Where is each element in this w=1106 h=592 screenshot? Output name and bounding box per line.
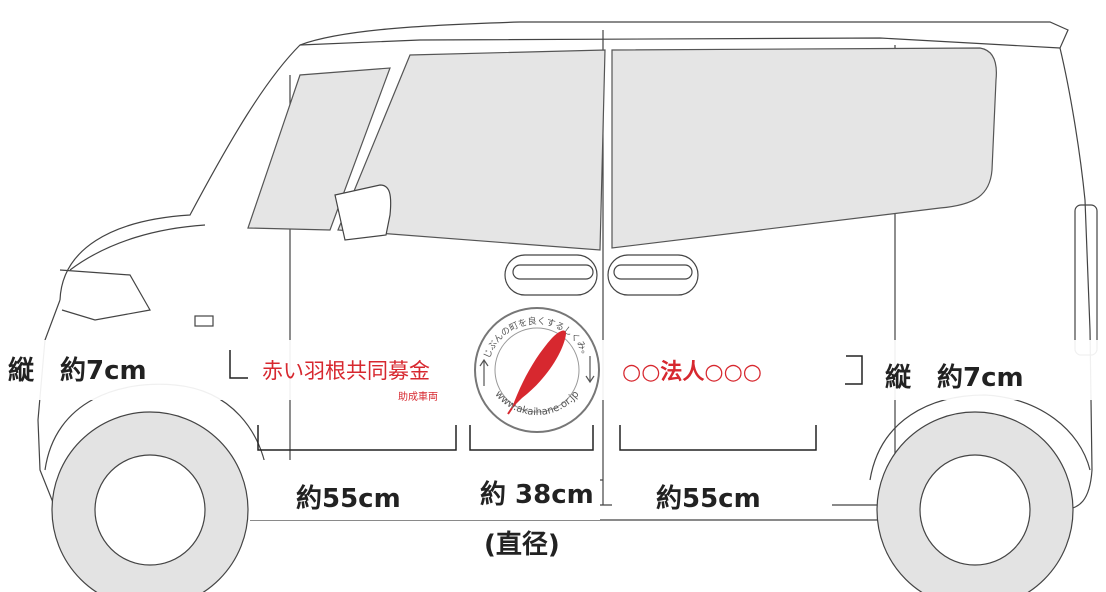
sticker-subtitle: 助成車両 (398, 392, 438, 403)
akaihane-logo: じぶんの町を良くするしくみ。 www.akaihane.or.jp (474, 307, 600, 433)
left-width-label: 約55cm (296, 484, 401, 514)
red-feather-icon (512, 330, 566, 408)
right-height-label: 縦 約7cm (885, 363, 1024, 393)
center-width-label: 約 38cm (480, 480, 594, 510)
sticker-title: 赤い羽根共同募金 (262, 359, 430, 383)
front-wheel (51, 411, 249, 592)
left-height-label: 縦 約7cm (8, 356, 147, 386)
center-note-label: (直径) (484, 530, 560, 560)
org-name: ○○法人○○○ (622, 360, 762, 385)
right-width-label: 約55cm (656, 484, 761, 514)
door-handles (504, 254, 699, 296)
side-mirror (334, 184, 392, 241)
width-brackets (257, 425, 817, 451)
height-brackets (229, 350, 863, 385)
rear-wheel (876, 411, 1074, 592)
windows (247, 47, 997, 251)
